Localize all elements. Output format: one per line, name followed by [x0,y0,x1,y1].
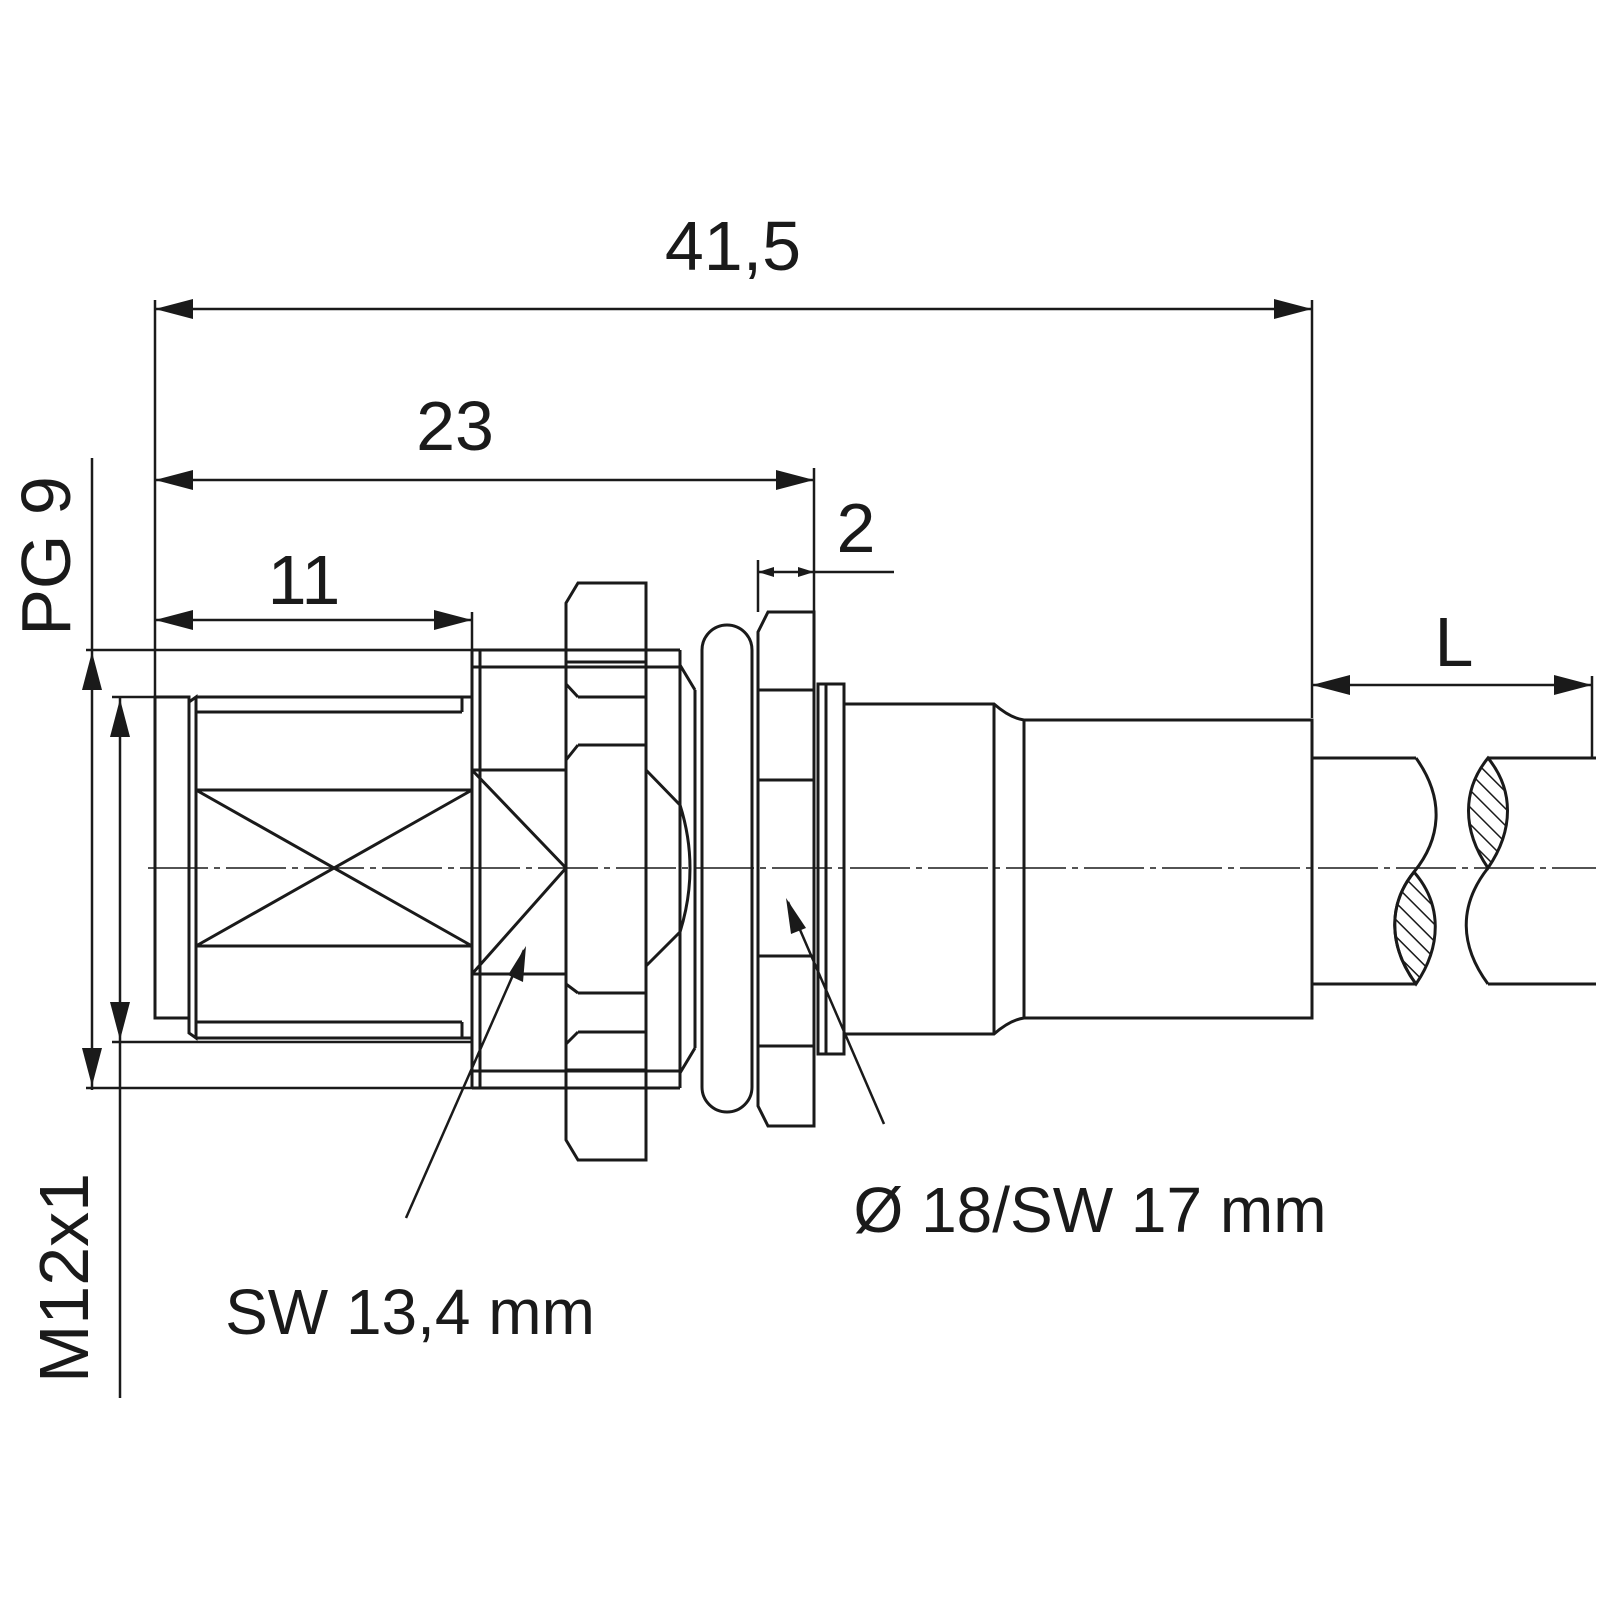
cable-section-hatch [1467,755,1509,871]
leader-sw17 [786,898,886,1125]
dimension-nut-thickness [758,567,894,577]
sw17-callout: Ø 18/SW 17 mm [854,1174,1327,1246]
rear-housing [844,702,1314,1036]
cable-length-label: L [1435,603,1474,681]
sw13-callout: SW 13,4 mm [225,1276,595,1348]
o-ring [700,623,754,1114]
dimension-cable-length [1312,675,1592,695]
cable [1312,755,1596,987]
pg9-label: PG 9 [7,476,85,636]
leader-sw13 [404,946,526,1219]
front-coupling [153,694,473,1041]
front-hex-nut [564,581,648,1162]
pg9-body [470,648,697,1090]
extension-lines [86,300,1594,1398]
m12-label: M12x1 [25,1173,103,1383]
dimension-m12-diameter [110,699,130,1040]
dimension-pg9-diameter [82,652,102,1086]
rear-panel-nut [756,610,816,1128]
to-panel-label: 23 [416,387,494,465]
overall-length-label: 41,5 [665,207,801,285]
thread-length-label: 11 [268,541,341,619]
nut-thickness-label: 2 [837,489,876,567]
cable-section-hatch [1393,869,1437,987]
dimension-to-panel [155,470,814,490]
dimension-thread [155,610,472,630]
dimension-overall [155,299,1312,319]
